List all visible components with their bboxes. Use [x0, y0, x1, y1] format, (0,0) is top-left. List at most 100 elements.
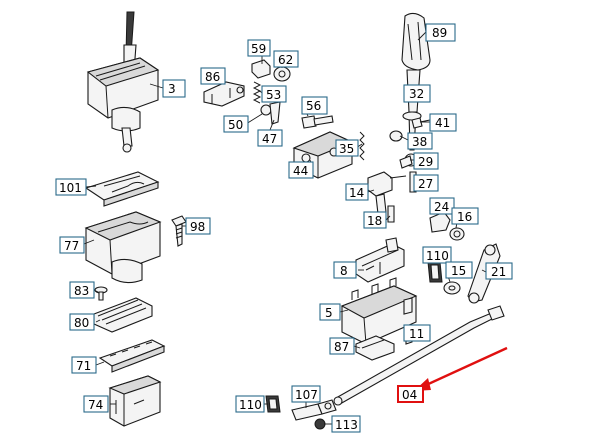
label-50: 50 [223, 115, 249, 133]
part-80-trim [93, 297, 153, 333]
svg-text:62: 62 [278, 53, 293, 67]
svg-text:18: 18 [367, 214, 382, 228]
label-16: 16 [451, 207, 479, 225]
label-8: 8 [333, 261, 357, 279]
label-15: 15 [445, 261, 473, 279]
part-110-grommet-lower [265, 395, 281, 413]
svg-text:35: 35 [339, 142, 354, 156]
part-24-bushing [429, 211, 451, 233]
label-18: 18 [363, 211, 387, 229]
svg-text:110: 110 [239, 398, 262, 412]
svg-text:107: 107 [295, 388, 318, 402]
svg-text:16: 16 [457, 210, 472, 224]
svg-text:47: 47 [262, 132, 277, 146]
part-21-lever-arm [467, 243, 501, 304]
svg-text:24: 24 [434, 200, 449, 214]
svg-text:5: 5 [325, 306, 333, 320]
label-41: 41 [429, 113, 457, 132]
label-110-lower: 110 [235, 395, 265, 413]
svg-text:89: 89 [432, 26, 447, 40]
label-87: 87 [329, 337, 355, 355]
label-89: 89 [425, 23, 456, 42]
svg-text:14: 14 [349, 186, 364, 200]
svg-text:83: 83 [74, 284, 89, 298]
label-27: 27 [413, 174, 439, 192]
part-53-spring [252, 81, 262, 104]
part-107-cable-end [291, 399, 337, 421]
part-98-bolt [171, 215, 187, 247]
label-38: 38 [407, 132, 433, 150]
part-62-bushing [273, 66, 291, 82]
part-113-nut [314, 418, 326, 430]
label-21: 21 [485, 262, 513, 280]
part-89-shift-knob [401, 12, 431, 71]
part-15-bushing [443, 281, 461, 295]
svg-text:59: 59 [251, 42, 266, 56]
svg-text:50: 50 [228, 118, 243, 132]
label-77: 77 [59, 236, 85, 254]
label-11: 11 [403, 324, 431, 342]
part-86-bracket [203, 81, 245, 107]
label-53: 53 [261, 85, 287, 103]
svg-text:8: 8 [340, 264, 348, 278]
svg-text:98: 98 [190, 220, 205, 234]
svg-text:44: 44 [293, 164, 308, 178]
part-74-control-unit [108, 375, 162, 427]
label-80: 80 [69, 313, 95, 331]
label-101: 101 [55, 178, 87, 196]
svg-text:86: 86 [205, 70, 220, 84]
label-107: 107 [291, 385, 321, 403]
part-14-shaft [367, 171, 407, 215]
label-3: 3 [162, 79, 186, 98]
label-113: 113 [331, 415, 361, 433]
svg-text:15: 15 [451, 264, 466, 278]
label-24: 24 [429, 197, 455, 215]
svg-text:04: 04 [402, 388, 417, 402]
svg-text:41: 41 [435, 116, 450, 130]
part-5-housing [340, 277, 418, 345]
part-16-bushing [449, 227, 465, 241]
label-56: 56 [301, 96, 328, 115]
label-44: 44 [288, 161, 314, 179]
svg-text:56: 56 [306, 99, 321, 113]
label-59: 59 [247, 39, 271, 57]
part-35-spring [359, 131, 365, 161]
part-101-cover-plate [84, 171, 160, 207]
part-41-screw [411, 117, 431, 129]
label-110-upper: 110 [422, 246, 452, 264]
part-04-shift-rod [333, 305, 505, 406]
part-77-shifter-base [84, 211, 162, 284]
svg-text:113: 113 [335, 418, 358, 432]
label-71: 71 [71, 356, 97, 374]
part-56-bolt [301, 115, 334, 129]
label-62: 62 [273, 50, 299, 68]
part-29-pin [399, 155, 413, 169]
label-35: 35 [335, 139, 359, 157]
label-98: 98 [185, 217, 211, 235]
label-32: 32 [403, 84, 431, 103]
svg-text:53: 53 [266, 88, 281, 102]
svg-text:110: 110 [426, 249, 449, 263]
label-04-highlighted: 04 [397, 385, 424, 403]
part-47-lever [269, 101, 281, 125]
svg-text:21: 21 [491, 265, 506, 279]
label-83: 83 [69, 281, 95, 299]
svg-text:71: 71 [76, 359, 91, 373]
part-83-screw [94, 286, 108, 301]
part-8-linkage-bracket [355, 237, 405, 283]
label-5: 5 [319, 303, 341, 321]
svg-text:3: 3 [168, 82, 176, 96]
svg-text:32: 32 [409, 87, 424, 101]
svg-text:38: 38 [412, 135, 427, 149]
svg-text:101: 101 [59, 181, 82, 195]
label-47: 47 [257, 129, 283, 147]
svg-text:77: 77 [64, 239, 79, 253]
label-86: 86 [200, 67, 226, 85]
part-18-screw [387, 205, 395, 223]
part-3-shifter-assembly [86, 11, 160, 153]
part-87-plate [355, 335, 395, 361]
label-29: 29 [413, 152, 439, 170]
label-74: 74 [83, 395, 109, 413]
